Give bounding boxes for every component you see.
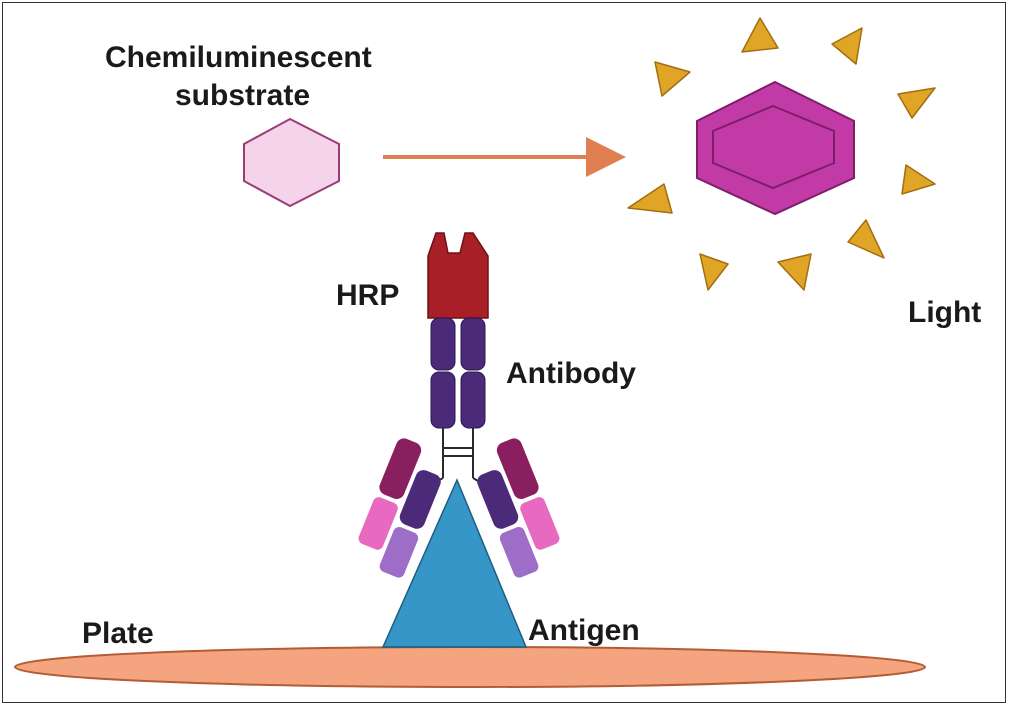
light-ray-triangle-icon (831, 27, 863, 65)
light-ray-triangle-icon (897, 87, 936, 119)
light-label: Light (908, 296, 981, 329)
light-rays (627, 17, 936, 291)
light-ray-triangle-icon (777, 253, 812, 291)
light-ray-triangle-icon (654, 61, 691, 97)
light-ray-triangle-icon (627, 183, 673, 214)
hrp-enzyme-icon (427, 232, 489, 319)
product-hexagon-icon (696, 80, 855, 216)
light-ray-triangle-icon (741, 17, 779, 53)
primary-antibody-left-arm (358, 438, 441, 578)
light-ray-triangle-icon (847, 219, 885, 259)
plate-ellipse (14, 646, 926, 688)
triangle-antigen-icon (381, 478, 528, 648)
substrate-hexagon-icon (243, 117, 340, 208)
antibody-label: Antibody (506, 357, 636, 390)
antigen-label: Antigen (528, 614, 640, 647)
plate-label: Plate (82, 617, 154, 650)
light-ray-triangle-icon (699, 253, 729, 291)
substrate-label-line2: substrate (175, 79, 310, 112)
hrp-label: HRP (336, 279, 399, 312)
light-ray-triangle-icon (901, 164, 936, 195)
substrate-label-line1: Chemiluminescent (105, 41, 372, 74)
antibody-icon (424, 317, 491, 489)
primary-antibody-right-arm (477, 438, 560, 578)
